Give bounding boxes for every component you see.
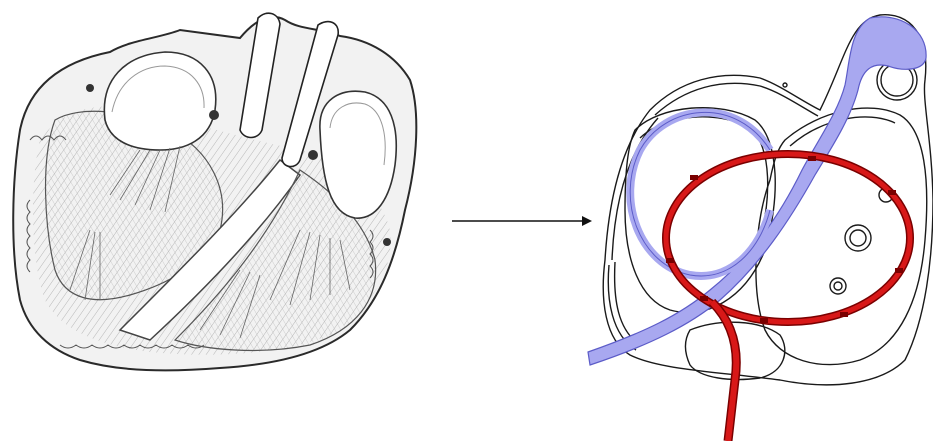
schematic-right-lobe	[756, 108, 927, 364]
blue-vessel	[588, 17, 926, 365]
right-arrow-icon	[452, 216, 592, 226]
heart-sketch-illustration	[13, 13, 416, 370]
